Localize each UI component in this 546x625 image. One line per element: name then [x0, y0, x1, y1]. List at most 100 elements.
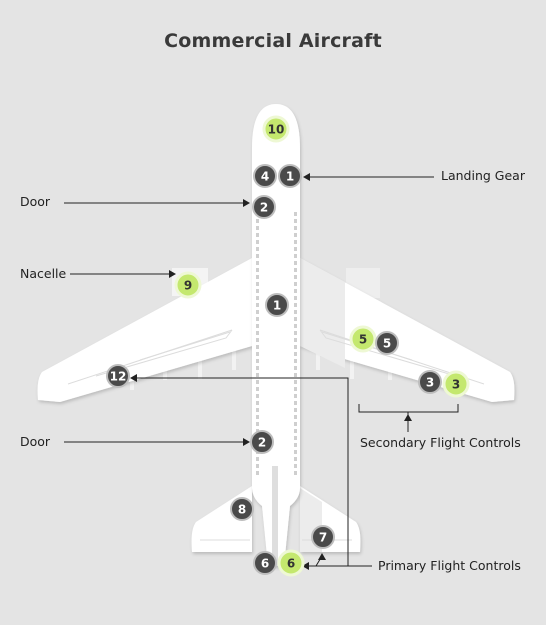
cabin-window — [256, 401, 259, 405]
arrow-heads — [130, 173, 412, 570]
cabin-window — [294, 338, 297, 342]
cabin-window — [294, 310, 297, 314]
cabin-window — [256, 254, 259, 258]
marker-m9: 9 — [174, 271, 202, 299]
cabin-window — [294, 219, 297, 223]
leader-lines — [64, 176, 459, 567]
cabin-window — [256, 380, 259, 384]
cabin-window — [256, 373, 259, 377]
marker-m2b: 2 — [250, 430, 274, 454]
cabin-window — [294, 408, 297, 412]
right-wing — [300, 258, 515, 402]
tail-fin — [272, 466, 278, 566]
cabin-window — [256, 261, 259, 265]
cabin-window — [294, 331, 297, 335]
cabin-window — [294, 352, 297, 356]
marker-number: 6 — [287, 557, 295, 571]
cabin-window — [294, 296, 297, 300]
cabin-window — [256, 331, 259, 335]
marker-number: 3 — [452, 378, 460, 392]
cabin-window — [256, 352, 259, 356]
cabin-window — [256, 219, 259, 223]
cabin-window — [294, 226, 297, 230]
page-title: Commercial Aircraft — [164, 30, 382, 52]
cabin-window — [294, 450, 297, 454]
cabin-window — [256, 366, 259, 370]
cabin-window — [256, 247, 259, 251]
cabin-window — [256, 310, 259, 314]
cabin-window — [294, 401, 297, 405]
cabin-window — [294, 429, 297, 433]
label-secondary-flight-controls: Secondary Flight Controls — [360, 435, 521, 450]
marker-circle — [375, 331, 399, 355]
marker-circle — [349, 325, 377, 353]
marker-m12: 12 — [106, 364, 130, 388]
marker-circle — [418, 370, 442, 394]
marker-m7: 7 — [311, 525, 335, 549]
cabin-window — [294, 212, 297, 216]
cabin-window — [256, 296, 259, 300]
cabin-window — [294, 261, 297, 265]
marker-m6d: 6 — [253, 551, 277, 575]
marker-m3g: 3 — [442, 370, 470, 398]
cabin-window — [256, 317, 259, 321]
cabin-window — [256, 226, 259, 230]
cabin-window — [294, 443, 297, 447]
cabin-window — [294, 233, 297, 237]
marker-m6g: 6 — [277, 549, 305, 577]
cabin-window — [294, 457, 297, 461]
cabin-window — [294, 380, 297, 384]
marker-m8: 8 — [230, 497, 254, 521]
marker-number: 1 — [273, 299, 281, 313]
marker-circle — [253, 164, 277, 188]
cabin-window — [256, 464, 259, 468]
marker-number: 5 — [383, 337, 391, 351]
cabin-window — [294, 471, 297, 475]
marker-circle — [262, 115, 290, 143]
cabin-window — [256, 422, 259, 426]
marker-circle — [277, 549, 305, 577]
marker-number: 2 — [260, 201, 268, 215]
marker-circle — [253, 551, 277, 575]
marker-number: 6 — [261, 557, 269, 571]
cabin-window — [294, 366, 297, 370]
label-door-top: Door — [20, 194, 51, 209]
label-landing-gear: Landing Gear — [441, 168, 525, 183]
marker-circle — [230, 497, 254, 521]
marker-circle — [442, 370, 470, 398]
marker-m4: 4 — [253, 164, 277, 188]
cabin-window — [256, 324, 259, 328]
marker-m10: 10 — [262, 115, 290, 143]
marker-circle — [311, 525, 335, 549]
marker-number: 3 — [426, 376, 434, 390]
marker-circle — [250, 430, 274, 454]
marker-number: 2 — [258, 436, 266, 450]
cabin-window — [256, 408, 259, 412]
cabin-window — [294, 436, 297, 440]
cabin-window — [256, 268, 259, 272]
marker-number: 8 — [238, 503, 246, 517]
cabin-window — [294, 282, 297, 286]
cabin-window — [294, 289, 297, 293]
cabin-window — [256, 338, 259, 342]
cabin-window — [256, 303, 259, 307]
left-wing — [37, 258, 252, 402]
marker-number: 12 — [110, 370, 127, 384]
marker-circle — [252, 195, 276, 219]
marker-circle — [106, 364, 130, 388]
cabin-window — [256, 233, 259, 237]
cabin-window — [294, 254, 297, 258]
cabin-window — [256, 471, 259, 475]
marker-m5g: 5 — [349, 325, 377, 353]
cabin-window — [294, 415, 297, 419]
cabin-window — [294, 387, 297, 391]
marker-m5d: 5 — [375, 331, 399, 355]
label-primary-flight-controls: Primary Flight Controls — [378, 558, 521, 573]
cabin-window — [294, 373, 297, 377]
cabin-window — [256, 282, 259, 286]
cabin-window — [294, 324, 297, 328]
marker-m3d: 3 — [418, 370, 442, 394]
